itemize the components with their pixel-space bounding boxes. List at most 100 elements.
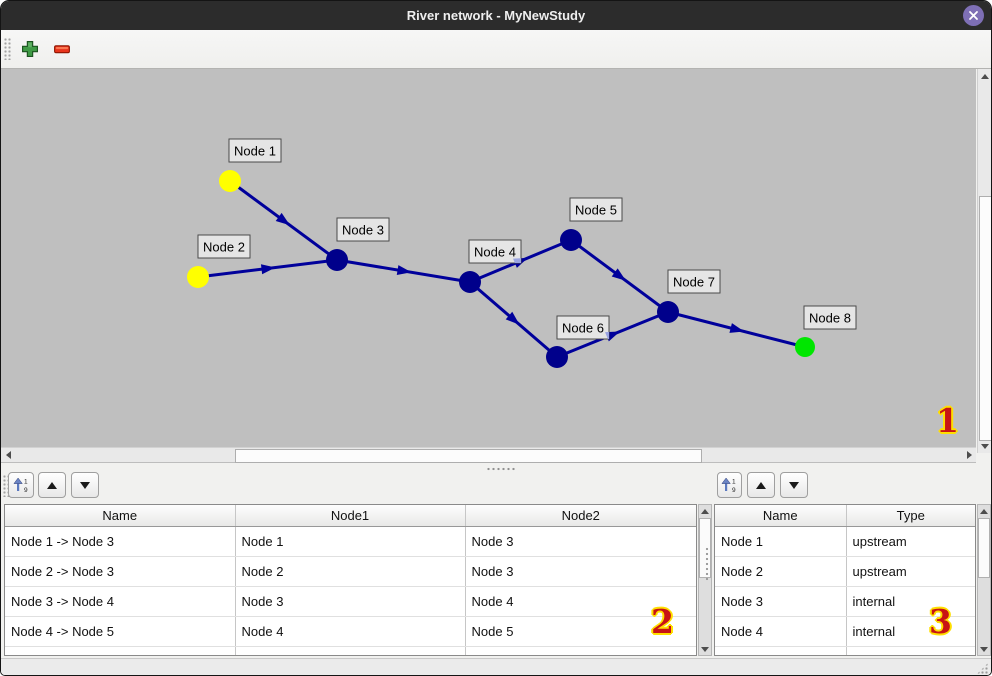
table-cell[interactable]: internal bbox=[846, 586, 975, 617]
table-cell[interactable]: Node 2 bbox=[715, 556, 847, 587]
canvas-vscroll-thumb[interactable] bbox=[979, 196, 991, 441]
table-row[interactable] bbox=[715, 646, 975, 655]
remove-button[interactable] bbox=[50, 37, 74, 61]
table-cell[interactable]: Node 5 bbox=[465, 616, 696, 647]
node-n7[interactable] bbox=[657, 301, 679, 323]
node-label: Node 1 bbox=[228, 138, 282, 163]
node-n4[interactable] bbox=[459, 271, 481, 293]
links-toolbar-grip[interactable] bbox=[3, 475, 10, 497]
flow-arrow-icon bbox=[505, 311, 520, 325]
table-cell[interactable]: Node 4 bbox=[715, 616, 847, 647]
links-move-up-button[interactable] bbox=[38, 472, 66, 498]
table-cell[interactable] bbox=[5, 646, 236, 655]
down-triangle-icon bbox=[789, 481, 799, 489]
scroll-down-arrow[interactable] bbox=[699, 643, 711, 655]
table-cell[interactable]: Node 3 -> Node 4 bbox=[5, 586, 236, 617]
table-cell[interactable]: Node 4 -> Node 5 bbox=[5, 616, 236, 647]
nodes-move-up-button[interactable] bbox=[747, 472, 775, 498]
links-move-down-button[interactable] bbox=[71, 472, 99, 498]
nodes-vscroll-thumb[interactable] bbox=[978, 518, 990, 578]
window-resize-grip[interactable] bbox=[977, 663, 988, 674]
table-cell[interactable]: Node 2 bbox=[235, 556, 466, 587]
canvas-vscrollbar[interactable] bbox=[977, 69, 991, 453]
table-cell[interactable]: upstream bbox=[846, 526, 975, 557]
horizontal-splitter-handle[interactable] bbox=[487, 467, 515, 471]
vertical-splitter-handle[interactable] bbox=[705, 547, 711, 581]
svg-text:Node 3: Node 3 bbox=[342, 223, 384, 238]
table-cell[interactable] bbox=[465, 646, 696, 655]
nodes-move-down-button[interactable] bbox=[780, 472, 808, 498]
toolbar-grip[interactable] bbox=[4, 38, 11, 60]
svg-text:1: 1 bbox=[24, 478, 28, 485]
svg-text:Node 5: Node 5 bbox=[575, 203, 617, 218]
flow-arrow-icon bbox=[729, 323, 745, 333]
scroll-up-arrow[interactable] bbox=[978, 69, 991, 83]
table-cell[interactable]: Node 4 bbox=[465, 586, 696, 617]
node-n8[interactable] bbox=[795, 337, 815, 357]
column-header[interactable]: Name bbox=[5, 505, 236, 527]
node-n5[interactable] bbox=[560, 229, 582, 251]
scroll-up-arrow[interactable] bbox=[699, 505, 711, 517]
table-cell[interactable]: Node 1 bbox=[715, 526, 847, 557]
table-cell[interactable]: Node 4 bbox=[235, 616, 466, 647]
table-cell[interactable]: Node 3 bbox=[715, 586, 847, 617]
table-cell[interactable] bbox=[846, 646, 975, 655]
table-cell[interactable]: Node 3 bbox=[465, 556, 696, 587]
table-cell[interactable]: internal bbox=[846, 616, 975, 647]
column-header[interactable]: Name bbox=[715, 505, 847, 527]
table-cell[interactable]: Node 3 bbox=[235, 586, 466, 617]
svg-text:1: 1 bbox=[732, 478, 736, 485]
column-header[interactable]: Type bbox=[846, 505, 975, 527]
node-label: Node 7 bbox=[667, 269, 721, 294]
scroll-right-arrow[interactable] bbox=[962, 448, 976, 462]
table-cell[interactable]: upstream bbox=[846, 556, 975, 587]
nodes-sort-button[interactable]: 1 9 bbox=[717, 472, 742, 498]
table-cell[interactable] bbox=[235, 646, 466, 655]
down-triangle-icon bbox=[80, 481, 90, 489]
scroll-down-arrow[interactable] bbox=[978, 439, 991, 453]
scroll-down-arrow[interactable] bbox=[978, 643, 990, 655]
table-row[interactable] bbox=[5, 646, 696, 655]
up-triangle-icon bbox=[47, 481, 57, 489]
table-cell[interactable]: Node 3 bbox=[465, 526, 696, 557]
table-cell[interactable] bbox=[715, 646, 847, 655]
window-title: River network - MyNewStudy bbox=[406, 8, 586, 23]
node-n3[interactable] bbox=[326, 249, 348, 271]
node-n1[interactable] bbox=[219, 170, 241, 192]
add-button[interactable] bbox=[18, 37, 42, 61]
node-n6[interactable] bbox=[546, 346, 568, 368]
node-label: Node 5 bbox=[569, 197, 623, 222]
flow-arrow-icon bbox=[611, 268, 626, 281]
flow-arrow-icon bbox=[396, 265, 412, 275]
table-cell[interactable]: Node 1 -> Node 3 bbox=[5, 526, 236, 557]
canvas-hscroll-thumb[interactable] bbox=[235, 449, 702, 463]
nodes-table-vscrollbar[interactable] bbox=[977, 504, 991, 656]
column-header[interactable]: Node1 bbox=[235, 505, 466, 527]
scroll-left-arrow[interactable] bbox=[1, 448, 15, 462]
close-button[interactable] bbox=[963, 5, 984, 26]
sort-ascending-icon: 1 9 bbox=[721, 477, 736, 493]
node-n2[interactable] bbox=[187, 266, 209, 288]
links-sort-button[interactable]: 1 9 bbox=[8, 472, 34, 498]
table-cell[interactable]: Node 1 bbox=[235, 526, 466, 557]
titlebar[interactable]: River network - MyNewStudy bbox=[1, 1, 991, 30]
close-icon bbox=[969, 11, 978, 20]
annotation-2: 2 bbox=[651, 602, 674, 641]
column-header[interactable]: Node2 bbox=[465, 505, 696, 527]
scroll-up-arrow[interactable] bbox=[978, 505, 990, 517]
canvas-hscrollbar[interactable] bbox=[1, 447, 976, 463]
table-cell[interactable]: Node 2 -> Node 3 bbox=[5, 556, 236, 587]
annotation-1: 1 bbox=[936, 401, 959, 440]
